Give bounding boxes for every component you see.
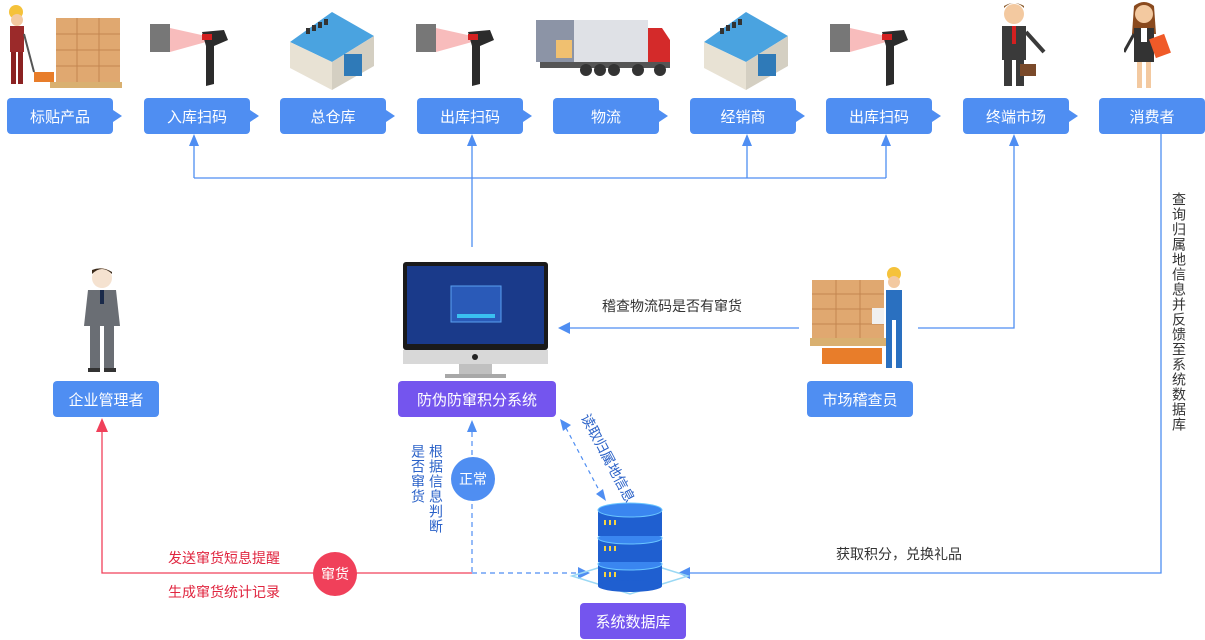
flow-arrow-tail [659, 110, 668, 122]
consumer-woman-icon [1122, 0, 1180, 92]
manager-figure-icon [80, 266, 124, 374]
step-inbound-scan[interactable]: 入库扫码 [144, 98, 250, 134]
step-terminal-market[interactable]: 终端市场 [963, 98, 1069, 134]
computer-monitor-icon [403, 262, 548, 380]
node-system-database[interactable]: 系统数据库 [580, 603, 686, 639]
step-distributor[interactable]: 经销商 [690, 98, 796, 134]
node-market-inspector[interactable]: 市场稽查员 [807, 381, 913, 417]
flow-arrow-tail [932, 110, 941, 122]
step-outbound-scan-2[interactable]: 出库扫码 [826, 98, 932, 134]
inspector-worker-icon [810, 266, 910, 372]
step-consumer[interactable]: 消费者 [1099, 98, 1205, 134]
consumer-to-database-line [678, 134, 1162, 579]
step-label-products[interactable]: 标贴产品 [7, 98, 113, 134]
worker-pallet-icon [4, 4, 122, 92]
badge-diverted: 窜货 [313, 552, 357, 596]
warehouse-icon [286, 6, 378, 92]
flow-arrow-tail [386, 110, 395, 122]
step-outbound-scan[interactable]: 出库扫码 [417, 98, 523, 134]
node-enterprise-manager[interactable]: 企业管理者 [53, 381, 159, 417]
flow-arrow-tail [113, 110, 122, 122]
truck-icon [534, 18, 674, 78]
label-consumer-query: 查询归属地信息并反馈至系统数据库 [1170, 192, 1186, 432]
step-logistics[interactable]: 物流 [553, 98, 659, 134]
warehouse-icon [700, 6, 792, 92]
database-icon [568, 498, 692, 602]
inspector-to-system-line [558, 134, 1019, 334]
flow-arrow-tail [1069, 110, 1078, 122]
barcode-scanner-icon [150, 16, 230, 90]
barcode-scanner-icon [830, 16, 910, 90]
scan-bus-arrowheads [189, 134, 891, 146]
label-points-reward: 获取积分，兑换礼品 [836, 547, 962, 563]
label-gen-record: 生成窜货统计记录 [168, 585, 280, 601]
label-judge-info: 根据信息判断 [427, 444, 443, 534]
badge-normal: 正常 [451, 457, 495, 501]
businessman-icon [996, 0, 1052, 90]
step-central-warehouse[interactable]: 总仓库 [280, 98, 386, 134]
node-anticounterfeit-system[interactable]: 防伪防窜积分系统 [398, 381, 556, 417]
scan-bus-lines [193, 146, 887, 247]
label-is-diverted: 是否窜货 [409, 444, 425, 504]
flow-arrow-tail [523, 110, 532, 122]
label-inspect-check: 稽查物流码是否有窜货 [602, 299, 742, 315]
flow-arrow-tail [796, 110, 805, 122]
flow-arrow-tail [250, 110, 259, 122]
label-send-sms: 发送窜货短息提醒 [168, 551, 280, 567]
barcode-scanner-icon [416, 16, 496, 90]
